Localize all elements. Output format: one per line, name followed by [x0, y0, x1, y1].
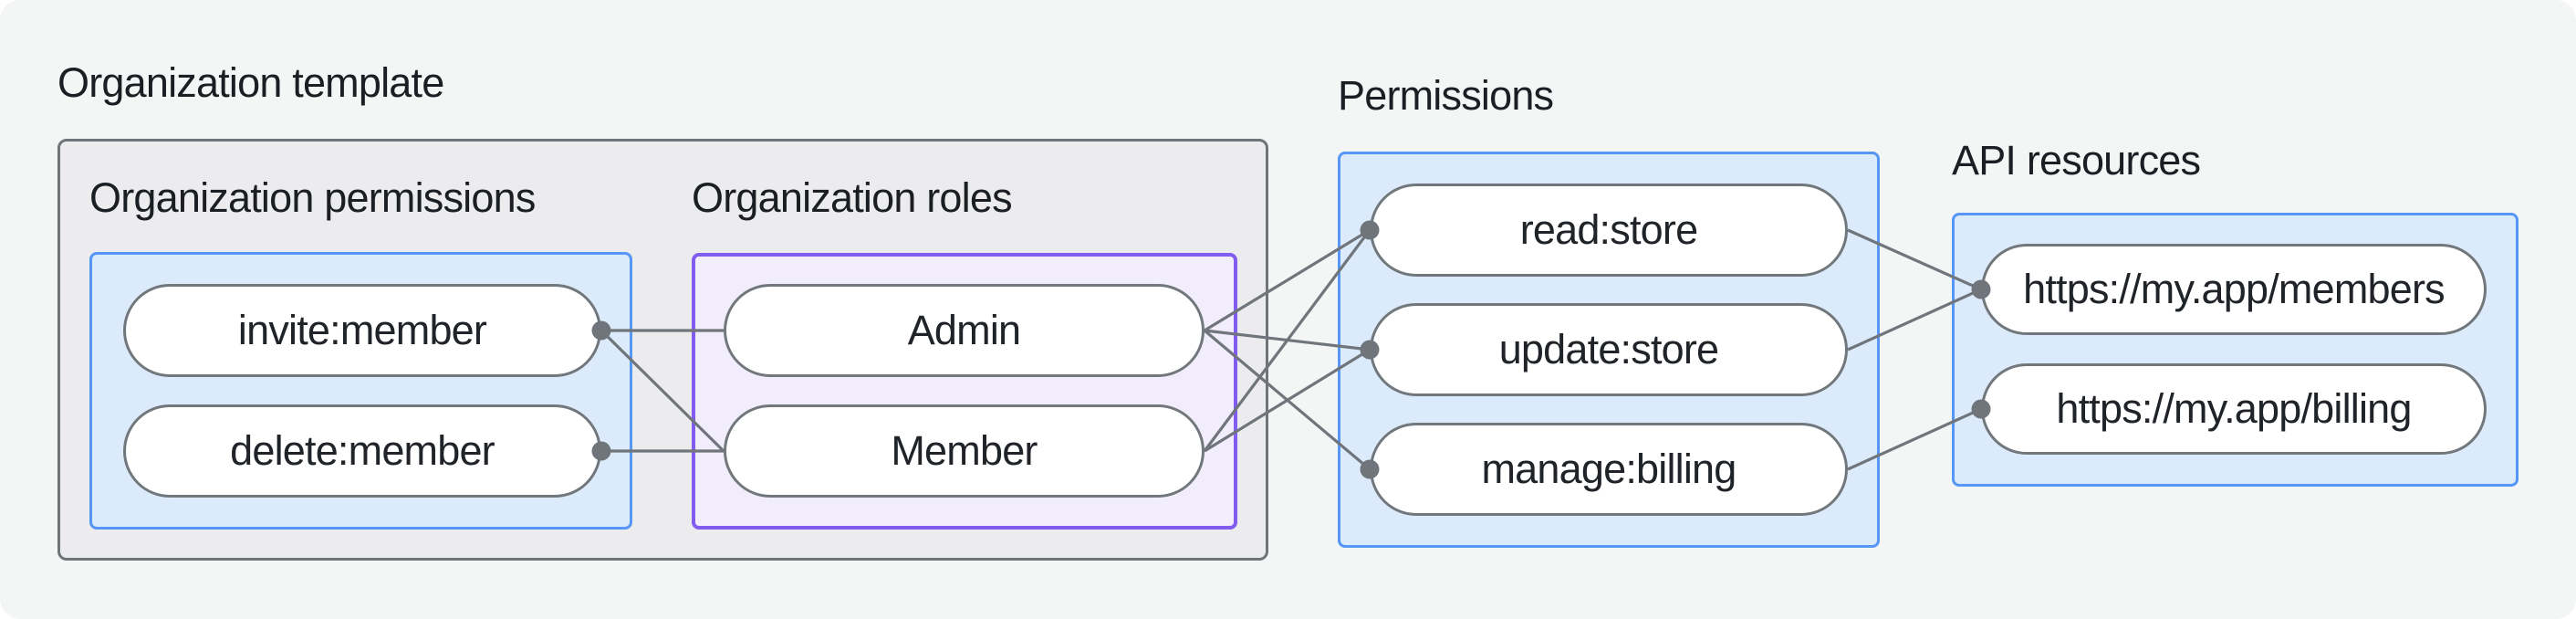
node-api-billing: https://my.app/billing: [1981, 363, 2487, 455]
node-member: Member: [724, 404, 1205, 498]
node-invite-member: invite:member: [123, 284, 601, 377]
node-read-store: read:store: [1370, 184, 1848, 277]
node-api-members: https://my.app/members: [1981, 244, 2487, 335]
node-manage-billing: manage:billing: [1370, 423, 1848, 516]
organization-permissions-heading: Organization permissions: [89, 174, 536, 221]
permissions-heading: Permissions: [1338, 72, 1554, 119]
api-resources-heading: API resources: [1952, 137, 2201, 184]
node-update-store: update:store: [1370, 303, 1848, 396]
node-delete-member: delete:member: [123, 404, 601, 498]
organization-template-label: Organization template: [57, 59, 444, 106]
node-admin: Admin: [724, 284, 1205, 377]
organization-roles-heading: Organization roles: [692, 174, 1013, 221]
